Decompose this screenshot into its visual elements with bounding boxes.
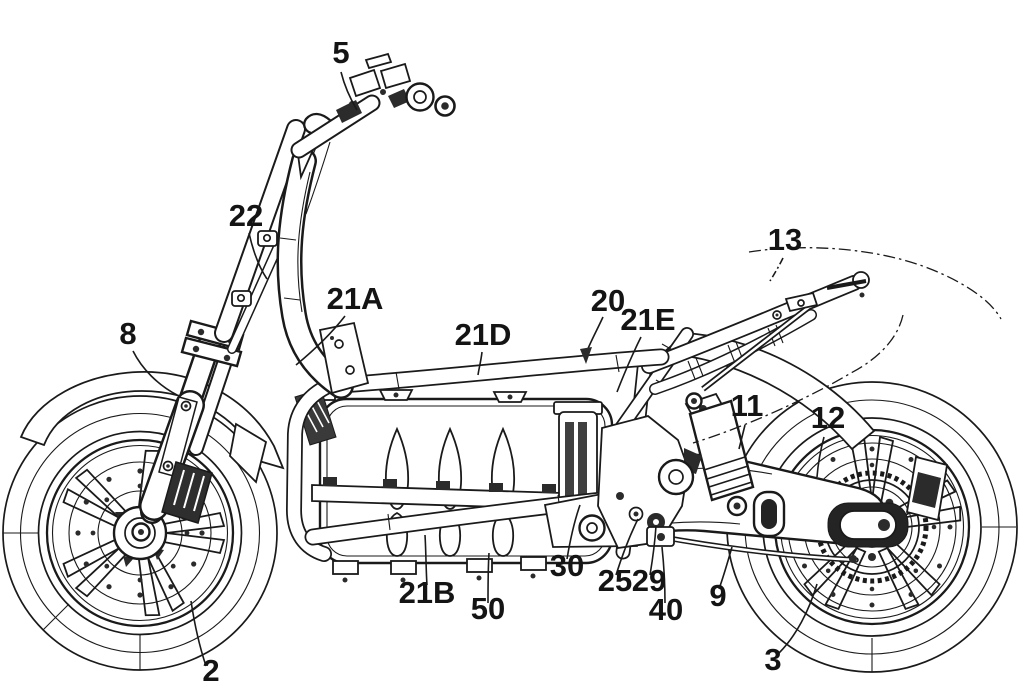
handlebar-assembly [290,52,456,159]
motor-unit [553,401,603,519]
ref-label-8: 8 [119,316,136,351]
leader-13 [769,257,784,282]
leader-25 [615,518,639,576]
pivot-assembly [597,415,702,549]
leader-21A [295,315,346,366]
ref-label-5: 5 [332,35,349,70]
seat-rail [641,247,1002,444]
leader-22 [248,232,268,280]
seat-phantom-outline [748,247,1002,320]
leader-40 [661,546,666,604]
ref-label-29: 29 [632,563,666,598]
main-frame-top-tube [332,348,670,394]
front-fork [131,319,245,542]
leader-5 [340,71,358,111]
frame-spine [276,145,370,399]
leader-21D [477,351,483,376]
leader-lines [132,71,825,667]
ref-label-12: 12 [811,400,845,435]
ref-label-21D: 21D [455,317,512,352]
leader-8 [132,350,178,396]
leader-12 [816,436,825,478]
rear-brake-caliper [905,455,949,522]
battery-unit [285,375,647,583]
ref-label-22: 22 [229,198,263,233]
throttle-housing [405,82,435,112]
leader-9 [718,546,733,590]
ref-label-13: 13 [768,222,802,257]
ref-label-9: 9 [709,578,726,613]
leader-20 [586,316,604,352]
seat-phantom-outline-lower [692,314,904,444]
reservoir [348,68,382,98]
ref-label-40: 40 [649,592,683,627]
leader-3 [778,583,818,654]
leader-20-arrowhead [580,347,592,364]
ref-label-3: 3 [764,642,781,677]
ref-label-2: 2 [202,653,219,686]
rear-shock-absorber [684,392,755,517]
ref-label-21A: 21A [327,281,384,316]
ref-label-11: 11 [731,388,764,423]
ref-label-25: 25 [598,563,632,598]
frame-gusset [318,321,370,395]
leader-11 [738,424,746,450]
leader-2 [190,600,207,667]
ref-label-21E: 21E [620,302,675,337]
ref-label-30: 30 [550,548,584,583]
brake-lever [303,112,332,135]
ref-label-50: 50 [471,591,505,626]
leader-50 [487,552,490,604]
fender-rear-flap [229,422,268,484]
front-brake-caliper [161,461,213,524]
ref-label-21B: 21B [399,575,456,610]
leader-29 [649,525,657,576]
leader-21E [616,336,642,393]
reference-labels: 5 22 8 2 21A 21D 20 21E 13 11 12 21B 50 … [119,35,845,686]
leader-21B [424,534,428,586]
leader-30 [566,504,581,560]
ref-label-20: 20 [591,283,625,318]
